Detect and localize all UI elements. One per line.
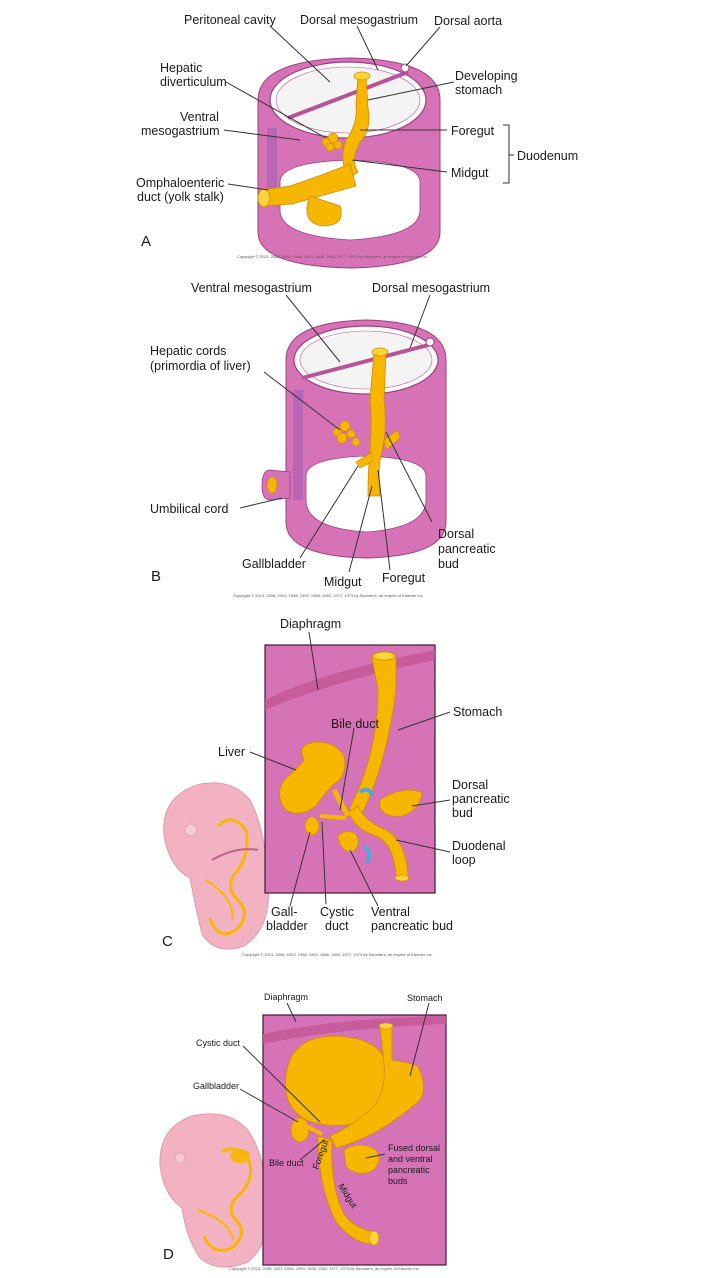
panel-letter-c: C: [162, 933, 173, 950]
panel-c-leaders: [249, 631, 451, 907]
label-hepatic-cords-2: (primordia of liver): [150, 359, 251, 373]
label-stomach: Stomach: [453, 705, 502, 719]
label-peritoneal-cavity: Peritoneal cavity: [184, 13, 276, 27]
label-omphaloenteric-1: Omphaloenteric: [136, 176, 224, 190]
panel-d: Diaphragm Stomach Cystic duct Gallbladde…: [159, 992, 447, 1271]
label-dorsal-mesogastrium: Dorsal mesogastrium: [300, 13, 418, 27]
label-developing-stomach-1: Developing: [455, 69, 518, 83]
label-developing-stomach-2: stomach: [455, 83, 502, 97]
label-fused-2: and ventral: [388, 1154, 433, 1164]
label-gallbladder-1: Gall-: [271, 905, 297, 919]
label-gallbladder: Gallbladder: [193, 1081, 239, 1091]
panel-a-labels: Peritoneal cavity Dorsal mesogastrium Do…: [136, 13, 578, 259]
label-fused-1: Fused dorsal: [388, 1143, 440, 1153]
label-cystic-duct-2: duct: [325, 919, 349, 933]
panel-b-labels: Ventral mesogastrium Dorsal mesogastrium…: [150, 281, 496, 598]
panel-letter-b: B: [151, 568, 161, 585]
label-duodenal-loop-2: loop: [452, 853, 476, 867]
label-cystic-duct-1: Cystic: [320, 905, 354, 919]
label-duodenal-loop-1: Duodenal: [452, 839, 506, 853]
panel-a-leaders: [223, 25, 514, 191]
label-midgut: Midgut: [324, 575, 362, 589]
label-fused-3: pancreatic: [388, 1165, 430, 1175]
label-hepatic-diverticulum-1: Hepatic: [160, 61, 202, 75]
panel-b-gut: [332, 337, 435, 497]
panel-c-box: [264, 644, 436, 894]
label-liver: Liver: [218, 745, 245, 759]
label-dorsal-pancreatic-1: Dorsal: [452, 778, 488, 792]
label-gallbladder-2: bladder: [266, 919, 308, 933]
label-gallbladder: Gallbladder: [242, 557, 306, 571]
label-bile-duct: Bile duct: [269, 1158, 304, 1168]
panel-letter-a: A: [141, 233, 151, 250]
panel-d-leaders: [239, 1002, 430, 1161]
label-stomach: Stomach: [407, 993, 443, 1003]
label-diaphragm: Diaphragm: [280, 617, 341, 631]
copyright-a: Copyright © 2013, 2008, 2003, 1998, 1993…: [237, 254, 428, 259]
label-omphaloenteric-2: duct (yolk stalk): [137, 190, 224, 204]
label-ventral-pancreatic-1: Ventral: [371, 905, 410, 919]
label-cystic-duct: Cystic duct: [196, 1038, 241, 1048]
label-hepatic-diverticulum-2: diverticulum: [160, 75, 227, 89]
panel-d-box: [262, 1014, 447, 1266]
panel-c-labels: Diaphragm Stomach Bile duct Liver Dorsal…: [162, 617, 510, 957]
label-ventral-pancreatic-2: pancreatic bud: [371, 919, 453, 933]
label-ventral-mesogastrium-1: Ventral: [180, 110, 219, 124]
copyright-c: Copyright © 2013, 2008, 2003, 1998, 1993…: [242, 952, 433, 957]
label-dorsal-pancreatic-3: bud: [438, 557, 459, 571]
label-hepatic-cords-1: Hepatic cords: [150, 344, 226, 358]
label-dorsal-aorta: Dorsal aorta: [434, 14, 502, 28]
label-ventral-mesogastrium: Ventral mesogastrium: [191, 281, 312, 295]
label-umbilical-cord: Umbilical cord: [150, 502, 229, 516]
copyright-b: Copyright © 2013, 2008, 2003, 1998, 1993…: [233, 593, 424, 598]
panel-a: Peritoneal cavity Dorsal mesogastrium Do…: [136, 13, 578, 269]
label-duodenum: Duodenum: [517, 149, 578, 163]
panel-d-labels: Diaphragm Stomach Cystic duct Gallbladde…: [163, 992, 443, 1271]
label-midgut: Midgut: [451, 166, 489, 180]
panel-b: Ventral mesogastrium Dorsal mesogastrium…: [150, 281, 496, 598]
label-dorsal-mesogastrium: Dorsal mesogastrium: [372, 281, 490, 295]
panel-b-body-cylinder: [261, 319, 447, 559]
label-foregut: Foregut: [451, 124, 495, 138]
panel-letter-d: D: [163, 1246, 174, 1263]
label-ventral-mesogastrium-2: mesogastrium: [141, 124, 220, 138]
panel-c: Diaphragm Stomach Bile duct Liver Dorsal…: [162, 617, 510, 957]
label-fused-4: buds: [388, 1176, 408, 1186]
label-dorsal-pancreatic-3: bud: [452, 806, 473, 820]
label-dorsal-pancreatic-1: Dorsal: [438, 527, 474, 541]
label-dorsal-pancreatic-2: pancreatic: [452, 792, 510, 806]
label-dorsal-pancreatic-2: pancreatic: [438, 542, 496, 556]
label-diaphragm: Diaphragm: [264, 992, 308, 1002]
panel-b-leaders: [239, 294, 433, 573]
copyright-d: Copyright © 2013, 2008, 2003, 1998, 1993…: [229, 1266, 420, 1271]
label-foregut: Foregut: [382, 571, 426, 585]
label-bile-duct: Bile duct: [331, 717, 379, 731]
panel-c-embryo: [163, 782, 269, 950]
panel-d-embryo: [159, 1113, 269, 1268]
